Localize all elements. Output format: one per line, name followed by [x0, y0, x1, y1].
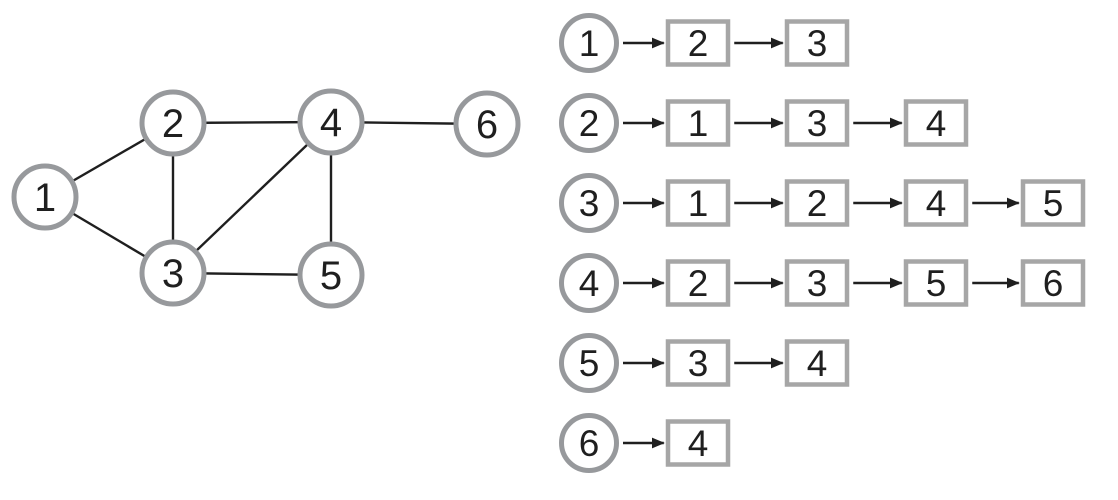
- adj-box-1-2: [665, 19, 731, 67]
- adj-box-label: 4: [688, 423, 709, 464]
- graph-node-circle: [139, 89, 207, 157]
- adj-node-circle-6: [559, 413, 619, 473]
- adj-node-label: 5: [579, 343, 600, 384]
- graph-node-circle: [453, 90, 521, 158]
- adj-box-2-4: [903, 99, 969, 147]
- adj-box-label: 4: [926, 183, 947, 224]
- adj-box-label: 1: [688, 183, 709, 224]
- graph-node-label: 5: [320, 254, 342, 298]
- graph-node-2: 2: [139, 89, 207, 157]
- adj-box-label: 3: [688, 343, 709, 384]
- graph-node-circle: [297, 241, 365, 309]
- graph-node-5: 5: [297, 241, 365, 309]
- adj-box-2-3: [784, 99, 850, 147]
- adj-box-label: 3: [807, 103, 828, 144]
- adj-box-label: 3: [807, 263, 828, 304]
- graph-node-circle: [297, 88, 365, 156]
- adj-node-circle-4: [559, 253, 619, 313]
- adj-box-1-3: [784, 19, 850, 67]
- graph-node-1: 1: [11, 163, 79, 231]
- adj-box-5-3: [665, 339, 731, 387]
- graph-node-circle: [11, 163, 79, 231]
- graph-node-3: 3: [139, 239, 207, 307]
- adj-box-label: 2: [688, 263, 709, 304]
- graph-node-label: 3: [162, 252, 184, 296]
- adjacency-row-1: 1 2 3: [559, 13, 850, 73]
- graph-node-6: 6: [453, 90, 521, 158]
- graph-node-label: 4: [320, 101, 342, 145]
- adj-box-label: 2: [688, 23, 709, 64]
- adj-box-3-4: [903, 179, 969, 227]
- graph-node-label: 1: [34, 176, 56, 220]
- adj-node-circle-5: [559, 333, 619, 393]
- adj-box-3-5: [1020, 179, 1086, 227]
- adjacency-row-3: 3 1 2 4 5: [559, 173, 1086, 233]
- adj-node-label: 6: [579, 423, 600, 464]
- adj-node-label: 4: [579, 263, 600, 304]
- graph-node-label: 2: [162, 102, 184, 146]
- adj-box-4-5: [903, 259, 969, 307]
- adj-node-label: 2: [579, 103, 600, 144]
- graph-node-4: 4: [297, 88, 365, 156]
- adj-node-circle-2: [559, 93, 619, 153]
- graph-edge-3-4: [172, 121, 332, 274]
- adj-box-6-4: [665, 419, 731, 467]
- adj-box-label: 2: [807, 183, 828, 224]
- adj-box-4-2: [665, 259, 731, 307]
- graph-node-label: 6: [476, 103, 498, 147]
- adjacency-row-5: 5 3 4: [559, 333, 850, 393]
- adj-box-label: 5: [1043, 183, 1064, 224]
- adj-box-4-3: [784, 259, 850, 307]
- graph-node-circle: [139, 239, 207, 307]
- adj-node-label: 1: [579, 23, 600, 64]
- adj-node-circle-1: [559, 13, 619, 73]
- adj-box-label: 6: [1043, 263, 1064, 304]
- adj-node-label: 3: [579, 183, 600, 224]
- adjacency-row-2: 2 1 3 4: [559, 93, 969, 153]
- adjacency-row-4: 4 2 3 5 6: [559, 253, 1086, 313]
- adj-node-circle-3: [559, 173, 619, 233]
- adj-box-label: 4: [926, 103, 947, 144]
- adj-box-label: 4: [807, 343, 828, 384]
- adj-box-label: 5: [926, 263, 947, 304]
- adj-box-3-2: [784, 179, 850, 227]
- adj-box-4-6: [1020, 259, 1086, 307]
- adj-box-label: 3: [807, 23, 828, 64]
- adj-box-label: 1: [688, 103, 709, 144]
- adj-box-3-1: [665, 179, 731, 227]
- adj-box-2-1: [665, 99, 731, 147]
- adj-box-5-4: [784, 339, 850, 387]
